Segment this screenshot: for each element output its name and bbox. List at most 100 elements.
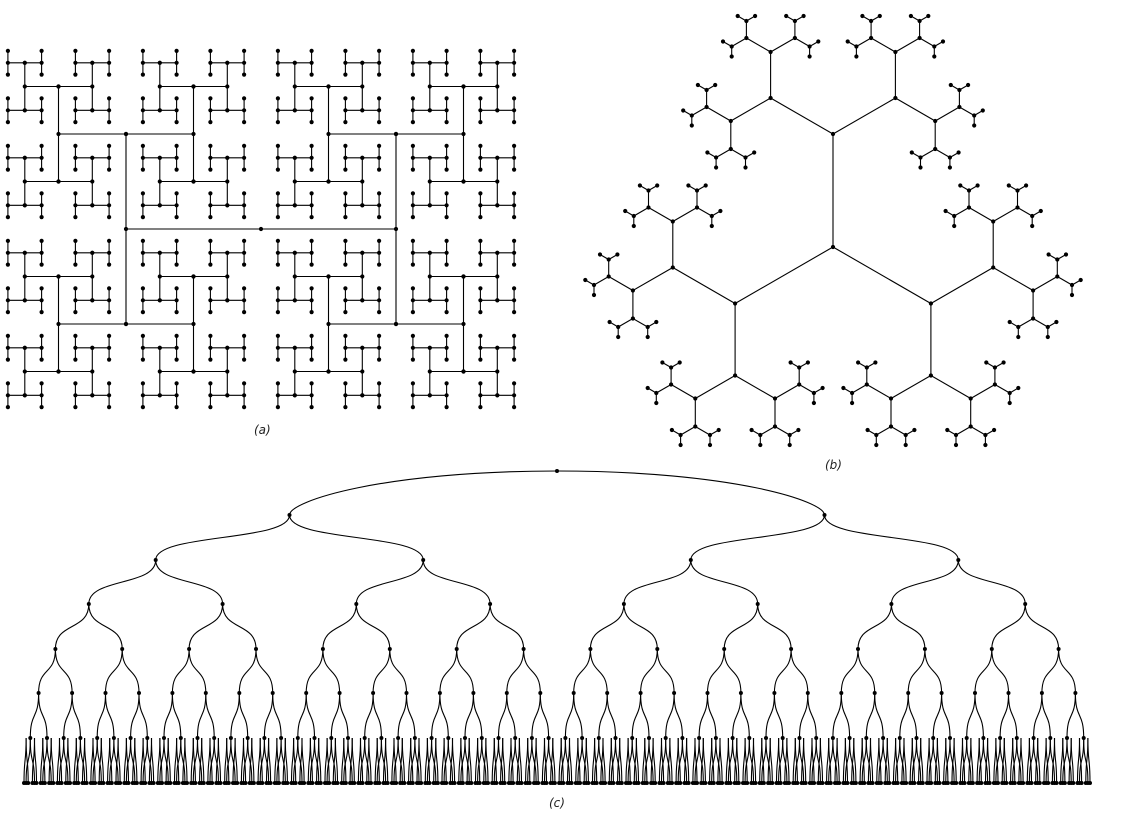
tree-edge — [966, 692, 976, 739]
tree-node — [410, 286, 415, 291]
tree-edge — [648, 207, 674, 222]
tree-node — [1016, 385, 1021, 391]
tree-node — [970, 781, 975, 785]
tree-edge — [167, 737, 171, 784]
tree-edge — [930, 375, 971, 399]
tree-node — [393, 321, 399, 327]
tree-edge — [1020, 737, 1024, 784]
tree-node — [235, 781, 240, 785]
tree-node — [377, 333, 382, 338]
tree-node — [242, 72, 247, 77]
tree-edge — [856, 37, 872, 47]
tree-node — [157, 369, 162, 374]
tree-node — [39, 333, 44, 338]
tree-edge — [372, 692, 382, 739]
tree-node — [797, 365, 802, 370]
tree-node — [5, 155, 10, 160]
tree-node — [478, 238, 483, 243]
tree-node — [695, 781, 699, 785]
tree-node — [893, 49, 898, 55]
tree-node — [362, 736, 367, 740]
tree-node — [469, 781, 474, 785]
tree-node — [478, 108, 483, 113]
tree-node — [856, 360, 861, 365]
tree-node — [637, 183, 643, 188]
tree-node — [488, 602, 493, 606]
tree-node — [309, 96, 314, 101]
tree-node — [208, 120, 213, 125]
tree-node — [360, 298, 365, 303]
tree-edge — [915, 737, 922, 784]
tree-node — [292, 84, 297, 89]
tree-node — [1046, 781, 1051, 785]
tree-node — [887, 781, 892, 785]
tree-edge — [994, 384, 1010, 394]
tree-edge — [974, 692, 984, 739]
tree-node — [410, 238, 415, 243]
tree-node — [495, 250, 500, 255]
tree-node — [140, 298, 145, 303]
tree-node — [245, 736, 250, 740]
tree-node — [1088, 781, 1092, 785]
tree-node — [1007, 390, 1012, 396]
tree-node — [176, 781, 181, 785]
tree-node — [212, 736, 217, 740]
tree-node — [511, 72, 517, 77]
tree-node — [140, 191, 145, 196]
tree-node — [495, 298, 500, 303]
tree-edge — [531, 737, 537, 784]
tree-node — [478, 250, 483, 255]
tree-edge — [774, 426, 790, 436]
tree-node — [495, 369, 500, 374]
tree-node — [5, 405, 10, 410]
tree-node — [22, 345, 27, 350]
tree-node — [126, 781, 131, 785]
tree-node — [881, 736, 886, 740]
tree-node — [888, 424, 894, 429]
tree-node — [107, 155, 112, 160]
tree-node — [621, 602, 626, 606]
tree-node — [816, 781, 821, 785]
tree-node — [758, 442, 763, 448]
tree-edge — [109, 737, 113, 784]
tree-node — [379, 736, 384, 740]
tree-node — [454, 647, 459, 651]
tree-edge — [694, 737, 698, 784]
tree-node — [275, 345, 280, 350]
tree-node — [309, 381, 314, 386]
tree-node — [242, 203, 247, 208]
tree-node — [511, 393, 517, 398]
tree-node — [264, 781, 269, 785]
tree-node — [360, 393, 365, 398]
tree-node — [275, 310, 280, 315]
tree-edge — [706, 648, 725, 694]
tree-node — [511, 345, 517, 350]
tree-node — [281, 781, 286, 785]
tree-node — [854, 44, 859, 49]
tree-edge — [410, 737, 414, 784]
tree-edge — [568, 737, 573, 784]
tree-edge — [222, 603, 257, 650]
tree-node — [1055, 274, 1060, 279]
tree-edge — [67, 737, 71, 784]
tree-edge — [746, 37, 771, 53]
tree-node — [348, 781, 353, 785]
tree-edge — [1016, 737, 1022, 784]
tree-node — [410, 108, 415, 113]
tree-node — [309, 215, 314, 220]
tree-node — [636, 781, 641, 785]
tree-edge — [247, 737, 253, 784]
tree-node — [174, 191, 179, 196]
tree-edge — [698, 692, 709, 739]
tree-edge — [945, 737, 949, 784]
tree-edge — [924, 648, 943, 694]
tree-edge — [691, 106, 707, 116]
tree-node — [858, 781, 863, 785]
tree-node — [479, 736, 484, 740]
tree-node — [5, 120, 10, 125]
tree-node — [157, 345, 162, 350]
tree-edge — [564, 737, 571, 784]
tree-node — [732, 781, 737, 785]
tree-node — [677, 360, 682, 365]
tree-node — [628, 781, 633, 785]
